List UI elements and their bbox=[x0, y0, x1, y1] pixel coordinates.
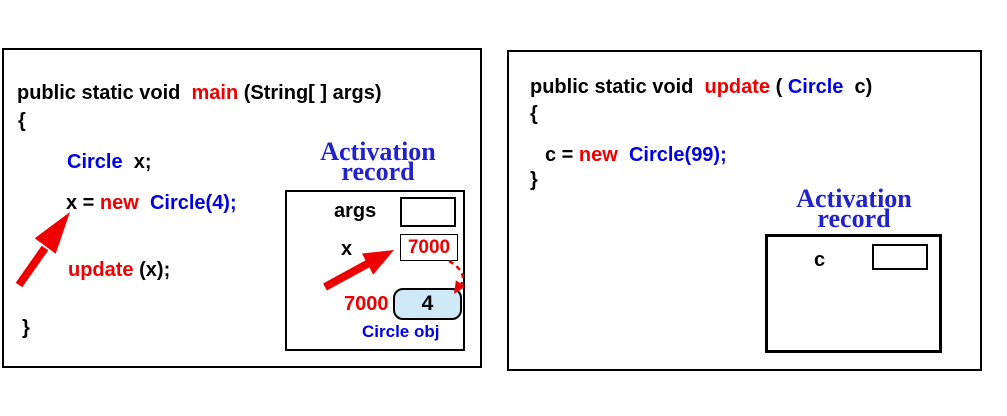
update-signature-paren: ( bbox=[770, 76, 788, 98]
update-signature: public static void update ( Circle c) bbox=[530, 76, 872, 98]
update-param-rest: c) bbox=[843, 76, 873, 98]
c-assignment-line: c = new Circle(99); bbox=[545, 144, 727, 166]
circle-object-box: 4 bbox=[393, 288, 462, 320]
args-slot-value-box bbox=[400, 197, 456, 227]
update-close-brace: } bbox=[530, 169, 538, 191]
circle-type: Circle bbox=[67, 151, 123, 173]
circle-declaration-line: Circle x; bbox=[67, 151, 152, 173]
main-signature-params: (String[ ] args) bbox=[238, 82, 382, 104]
update-open-brace: { bbox=[530, 103, 538, 125]
left-activation-record-title: Activation record bbox=[288, 137, 468, 186]
update-method-name: update bbox=[704, 76, 771, 98]
main-open-brace: { bbox=[18, 110, 26, 132]
circle-constructor-call: Circle(4); bbox=[138, 192, 237, 214]
left-ar-title-line1: Activation bbox=[320, 137, 436, 166]
c-slot-label: c bbox=[814, 249, 826, 271]
heap-address-label: 7000 bbox=[344, 293, 389, 315]
c-slot-value-box bbox=[872, 244, 928, 270]
update-call-args: (x); bbox=[133, 259, 171, 281]
main-close-brace: } bbox=[22, 317, 30, 339]
circle-decl-rest: x; bbox=[122, 151, 152, 173]
main-method-name: main bbox=[191, 82, 239, 104]
new-keyword: new bbox=[99, 192, 139, 214]
left-ar-title-line2: record bbox=[341, 157, 415, 186]
right-ar-title-line2: record bbox=[817, 204, 891, 233]
c-constructor-call: Circle(99); bbox=[617, 144, 727, 166]
update-call-line: update (x); bbox=[68, 259, 170, 281]
x-slot-value-box: 7000 bbox=[400, 234, 458, 261]
main-signature: public static void main (String[ ] args) bbox=[17, 82, 382, 104]
right-ar-title-line1: Activation bbox=[796, 184, 912, 213]
main-signature-modifiers: public static void bbox=[17, 82, 192, 104]
circle-object-caption: Circle obj bbox=[362, 322, 440, 341]
update-param-type: Circle bbox=[787, 76, 844, 98]
x-slot-label: x bbox=[341, 238, 353, 260]
update-call-name: update bbox=[68, 259, 134, 281]
update-signature-modifiers: public static void bbox=[530, 76, 705, 98]
args-slot-label: args bbox=[334, 200, 377, 222]
c-new-keyword: new bbox=[578, 144, 618, 166]
x-slot-value: 7000 bbox=[407, 236, 451, 258]
assignment-lhs: x = bbox=[66, 192, 100, 214]
c-assignment-lhs: c = bbox=[545, 144, 579, 166]
right-activation-record-title: Activation record bbox=[765, 184, 943, 233]
circle-object-value: 4 bbox=[421, 292, 434, 315]
assignment-line: x = new Circle(4); bbox=[66, 192, 237, 214]
